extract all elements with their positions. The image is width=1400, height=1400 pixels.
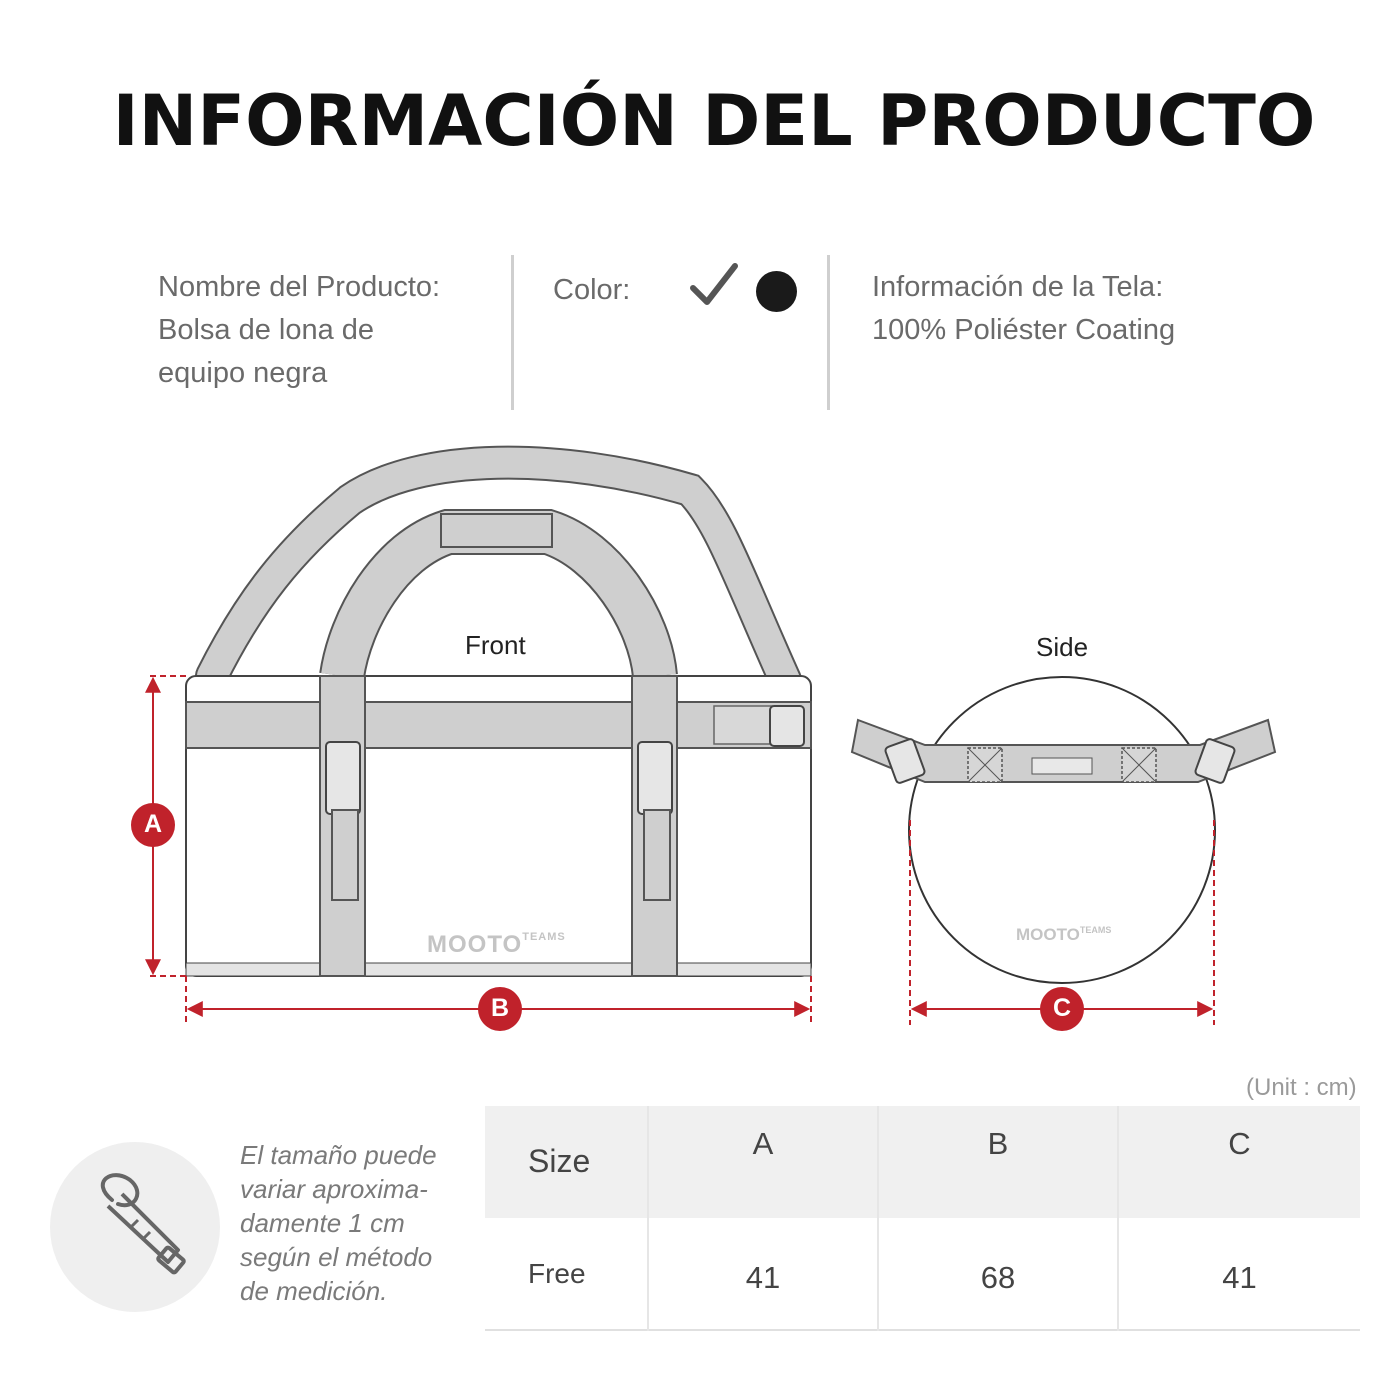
color-label: Color: — [553, 274, 631, 306]
divider-1 — [511, 255, 514, 410]
note-line5: de medición. — [240, 1276, 388, 1306]
note-line2: variar aproxima- — [240, 1174, 428, 1204]
col-b-header: B — [877, 1106, 1118, 1218]
check-icon — [690, 263, 738, 305]
product-name-block: Nombre del Producto: Bolsa de lona de eq… — [158, 266, 440, 395]
row-free-label: Free — [528, 1257, 586, 1289]
size-table: Size A B C Free 41 68 41 — [485, 1106, 1360, 1331]
dim-c-badge — [1040, 987, 1084, 1031]
brand-name-side: MOOTO — [1016, 925, 1080, 944]
fabric-label: Información de la Tela: — [872, 271, 1164, 303]
side-view — [850, 676, 1277, 1025]
divider-2 — [827, 255, 830, 410]
dim-c-letter: C — [1052, 994, 1072, 1022]
note-line3: damente 1 cm — [240, 1208, 405, 1238]
product-name-line1: Bolsa de lona de — [158, 314, 375, 346]
table-header-row: Size A B C — [485, 1106, 1360, 1218]
brand-sub-side: TEAMS — [1079, 925, 1112, 935]
color-swatch-black[interactable] — [756, 271, 797, 312]
col-c-header: C — [1117, 1106, 1360, 1218]
brand-logo-side: MOOTOTEAMS — [1016, 925, 1111, 945]
table-row: Free 41 68 41 — [485, 1218, 1360, 1330]
front-label: Front — [465, 630, 526, 660]
dim-a-badge — [131, 803, 175, 847]
side-label: Side — [1036, 632, 1089, 662]
product-name-line2: equipo negra — [158, 357, 328, 389]
value-b: 68 — [877, 1218, 1118, 1330]
value-a: 41 — [647, 1218, 878, 1330]
value-c: 41 — [1117, 1218, 1360, 1330]
note-line1: El tamaño puede — [240, 1140, 437, 1170]
fabric-value: 100% Poliéster Coating — [872, 314, 1176, 346]
measuring-tape-icon — [100, 1173, 186, 1275]
size-header: Size — [528, 1143, 591, 1179]
product-name-label: Nombre del Producto: — [158, 271, 441, 303]
note-line4: según el método — [240, 1242, 433, 1272]
tape-icon-circle — [50, 1142, 220, 1312]
page-title: INFORMACIÓN DEL PRODUCTO — [112, 80, 1316, 162]
brand-logo-front: MOOTOTEAMS — [427, 931, 566, 959]
col-a-header: A — [647, 1106, 878, 1218]
brand-sub: TEAMS — [522, 931, 566, 943]
unit-label: (Unit : cm) — [1246, 1074, 1357, 1101]
bag-diagram — [131, 445, 1277, 1031]
front-view — [145, 445, 812, 1022]
fabric-block: Información de la Tela: 100% Poliéster C… — [872, 266, 1175, 352]
dim-b-letter: B — [490, 994, 510, 1022]
dim-a-letter: A — [143, 810, 163, 838]
brand-name: MOOTO — [427, 931, 523, 958]
dim-b-badge — [478, 987, 522, 1031]
measurement-note: El tamaño puede variar aproxima- damente… — [240, 1138, 480, 1308]
